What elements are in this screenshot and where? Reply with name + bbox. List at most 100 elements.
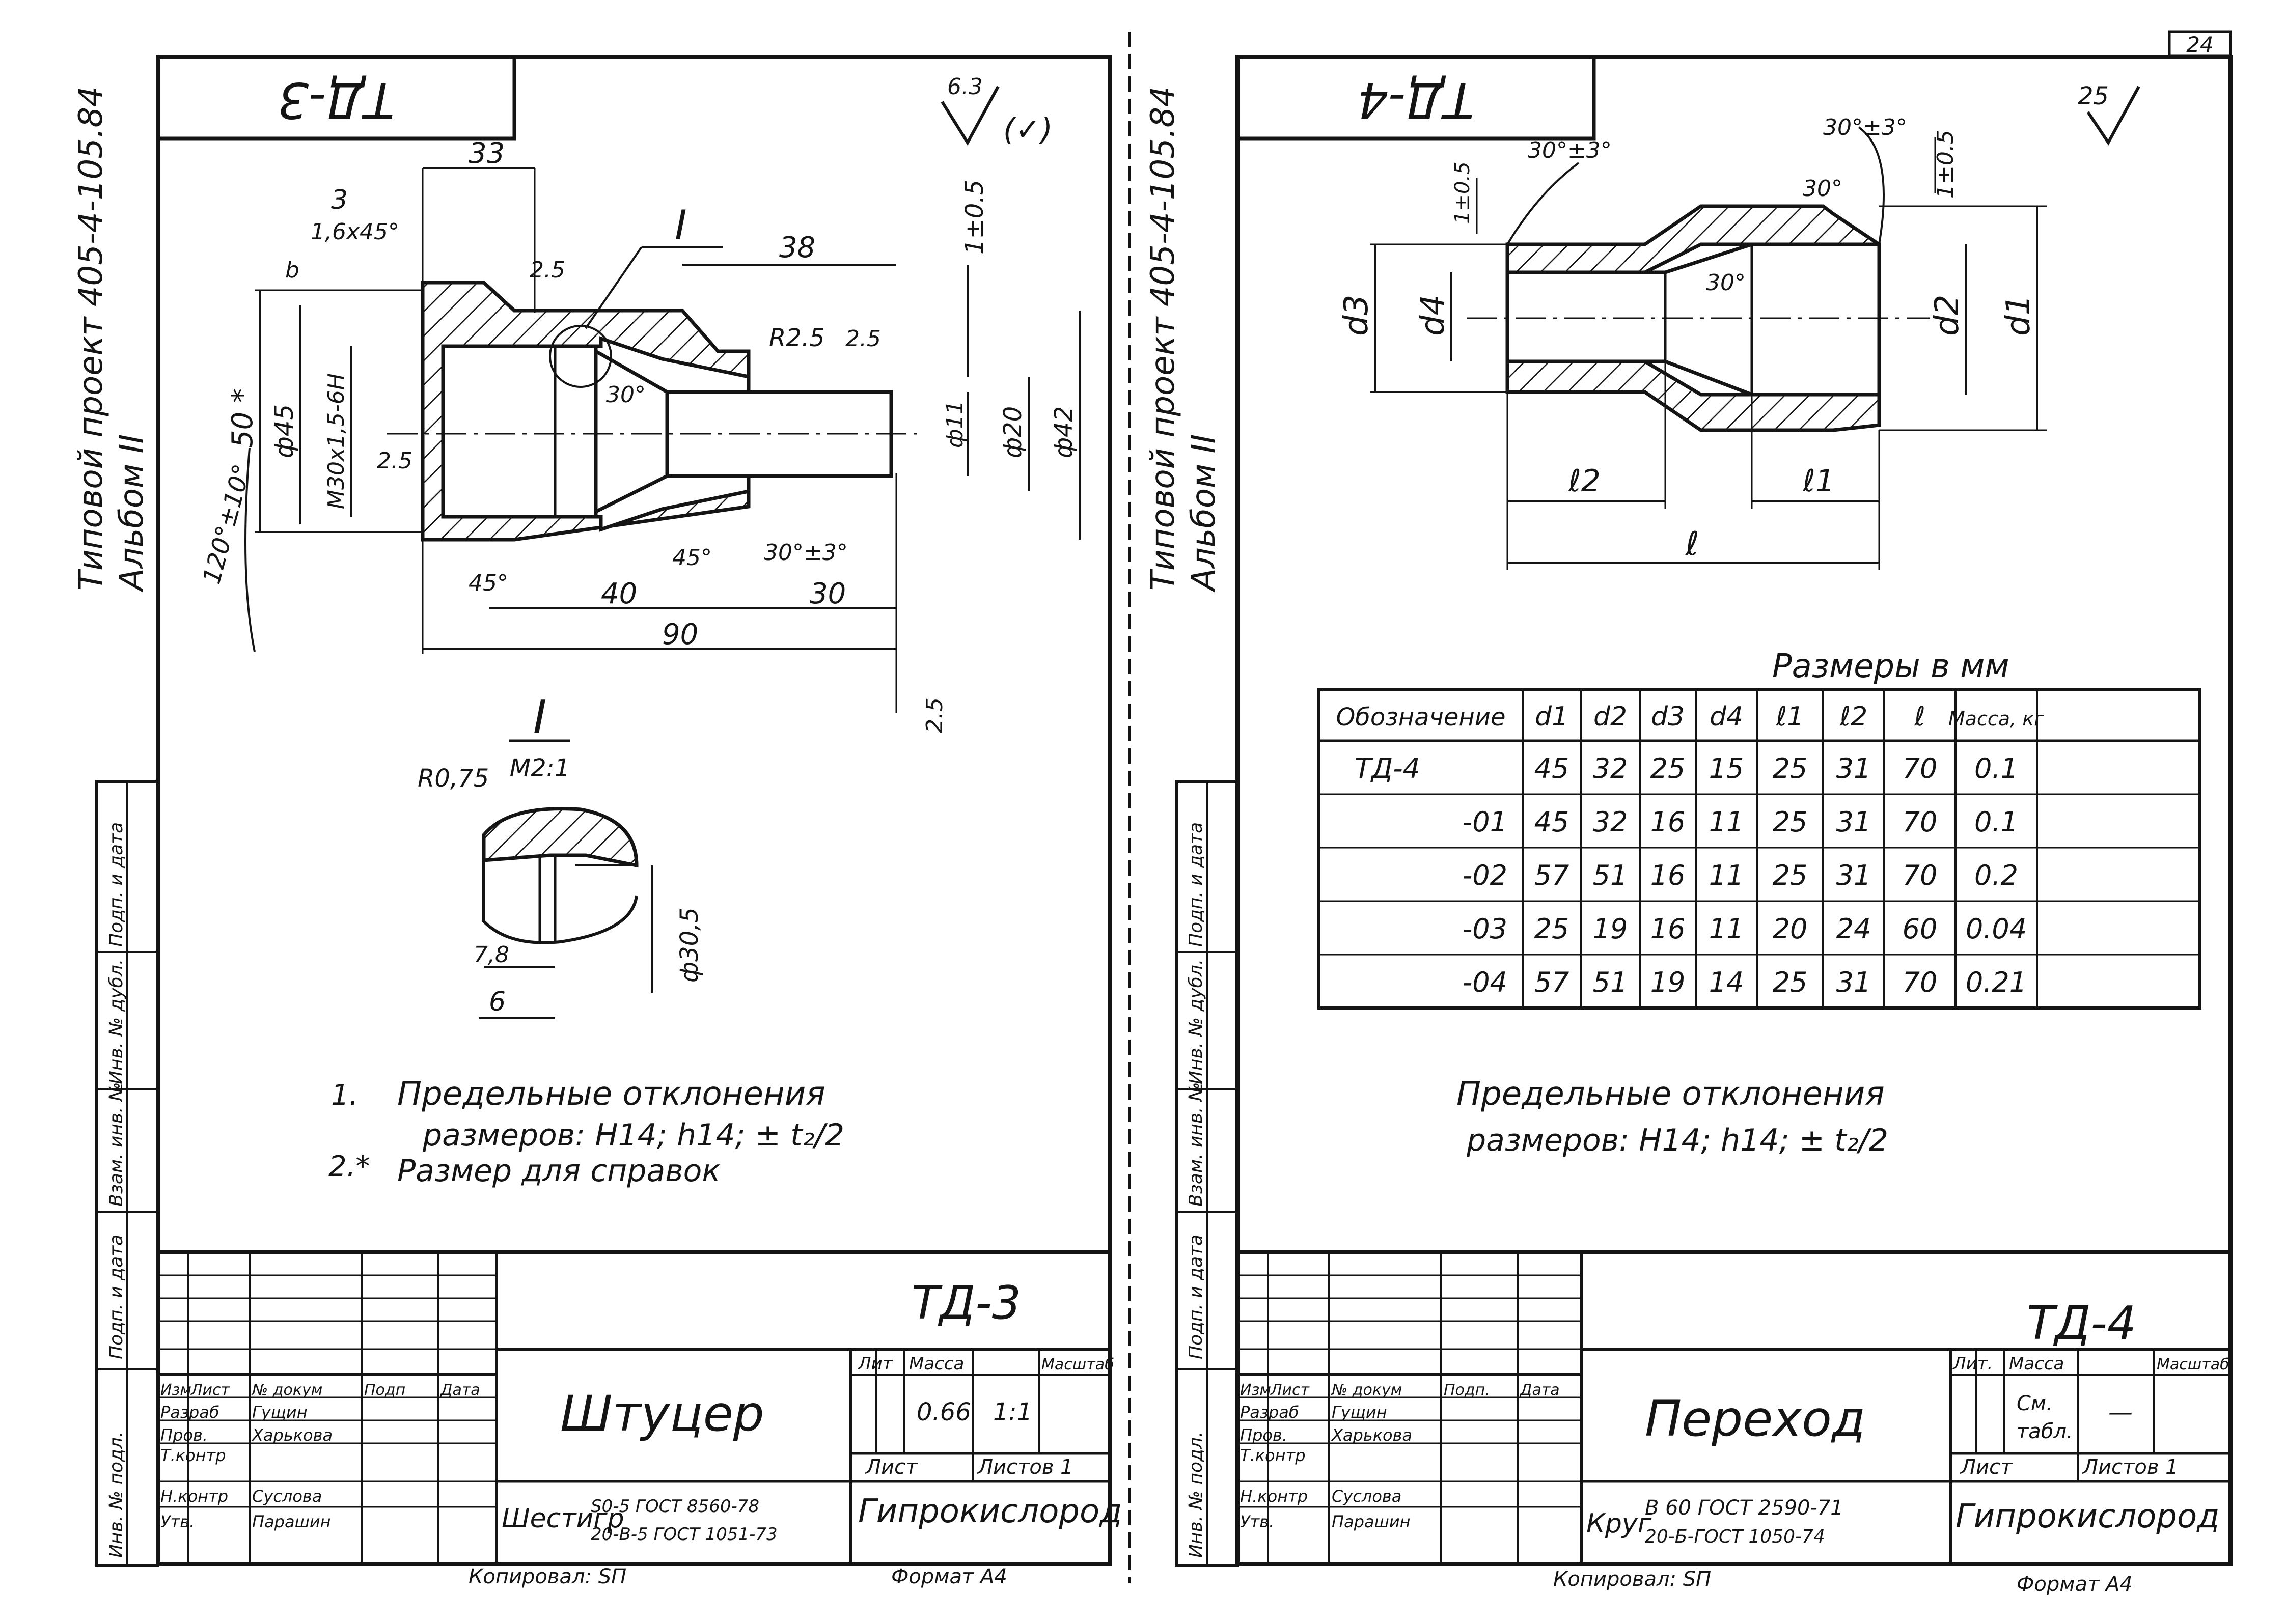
svg-text:Взам. инв. №: Взам. инв. № <box>1186 1082 1206 1207</box>
table-cell: 70 <box>1903 859 1938 891</box>
table-cell: 70 <box>1903 752 1938 785</box>
svg-text:Изм: Изм <box>1240 1381 1271 1399</box>
svg-text:S0-5 ГОСТ 8560-78: S0-5 ГОСТ 8560-78 <box>591 1496 759 1517</box>
svg-text:Листов 1: Листов 1 <box>977 1455 1073 1479</box>
table-cell: 16 <box>1650 859 1686 891</box>
svg-text:33: 33 <box>469 137 505 170</box>
table-cell: 45 <box>1534 806 1569 838</box>
svg-text:Инв. № дубл.: Инв. № дубл. <box>1186 959 1206 1084</box>
svg-text:Подп. и дата: Подп. и дата <box>106 1235 127 1359</box>
table-cell: 51 <box>1593 966 1628 998</box>
td4-dimension-texts: 30°±3° 30°±3° 30° 30° 1±0.5 1±0.5 d3 d4 … <box>1338 115 2037 563</box>
table-cell: 31 <box>1836 806 1871 838</box>
svg-text:Парашин: Парашин <box>1332 1512 1411 1531</box>
svg-text:Дата: Дата <box>439 1381 480 1399</box>
table-cell: 51 <box>1593 859 1628 891</box>
left-side-stamp: Инв. № подл. Подп. и дата Взам. инв. № И… <box>95 780 159 1567</box>
svg-text:Парашин: Парашин <box>252 1512 331 1531</box>
svg-text:Разраб: Разраб <box>160 1403 219 1422</box>
table-cell: 32 <box>1593 806 1628 838</box>
svg-text:d1: d1 <box>2000 295 2037 336</box>
table-header-cell: d3 <box>1651 702 1685 732</box>
svg-text:ф11: ф11 <box>942 400 968 448</box>
table-header-cell: ℓ1 <box>1776 702 1804 732</box>
svg-text:Харькова: Харькова <box>251 1425 333 1445</box>
svg-text:1±0.5: 1±0.5 <box>960 180 989 255</box>
svg-text:Гипрокислород: Гипрокислород <box>1956 1498 2219 1535</box>
page-number: 24 <box>2168 30 2232 58</box>
svg-text:30°±3°: 30°±3° <box>1528 137 1612 163</box>
svg-text:№ докум: № докум <box>1331 1381 1402 1399</box>
svg-text:6: 6 <box>489 987 506 1017</box>
svg-text:ℓ1: ℓ1 <box>1802 463 1835 499</box>
svg-text:Штуцер: Штуцер <box>560 1385 764 1442</box>
svg-text:30°: 30° <box>606 382 646 408</box>
svg-text:Круг: Круг <box>1586 1508 1652 1539</box>
svg-text:размеров: H14; h14; ± t₂/2: размеров: H14; h14; ± t₂/2 <box>1466 1123 1888 1158</box>
svg-text:Утв.: Утв. <box>160 1512 195 1531</box>
svg-text:Размер для справок: Размер для справок <box>397 1153 721 1189</box>
svg-text:ТД-4: ТД-4 <box>2027 1297 2136 1350</box>
svg-text:Лист: Лист <box>190 1381 231 1399</box>
svg-text:0.66: 0.66 <box>917 1398 971 1426</box>
svg-text:2.*: 2.* <box>328 1150 370 1183</box>
svg-text:30°±3°: 30°±3° <box>1823 115 1907 141</box>
svg-text:Инв. № подл.: Инв. № подл. <box>1186 1432 1206 1558</box>
left-format: Формат А4 <box>891 1565 1007 1588</box>
svg-text:Масштаб: Масштаб <box>1041 1356 1114 1374</box>
table-header-cell: Масса, кг <box>1948 708 2045 730</box>
table-cell: 14 <box>1709 966 1744 998</box>
right-side-stamp: Инв. № подл. Подп. и дата Взам. инв. № И… <box>1175 780 1239 1567</box>
svg-text:38: 38 <box>779 231 815 264</box>
svg-text:20-В-5 ГОСТ 1051-73: 20-В-5 ГОСТ 1051-73 <box>591 1524 778 1545</box>
svg-text:Переход: Переход <box>1645 1390 1865 1447</box>
table-cell: 11 <box>1709 806 1744 838</box>
svg-text:ТД-4: ТД-4 <box>1357 72 1474 129</box>
right-format: Формат А4 <box>2017 1573 2133 1596</box>
svg-text:120°±10°: 120°±10° <box>197 461 256 587</box>
table-cell: 11 <box>1709 859 1744 891</box>
svg-text:Лист: Лист <box>1960 1455 2013 1479</box>
table-cell: 0.04 <box>1966 913 2027 945</box>
svg-text:ф42: ф42 <box>1050 406 1078 458</box>
svg-text:ТД-3: ТД-3 <box>912 1276 1021 1330</box>
table-cell: 57 <box>1534 859 1569 891</box>
svg-text:Н.контр: Н.контр <box>1240 1487 1308 1506</box>
svg-text:d3: d3 <box>1338 295 1375 336</box>
svg-text:(✓): (✓) <box>1003 112 1053 148</box>
table-cell: 31 <box>1836 966 1871 998</box>
svg-text:Предельные отклонения: Предельные отклонения <box>1456 1075 1885 1113</box>
svg-text:Лит: Лит <box>857 1354 893 1374</box>
svg-text:Подп. и дата: Подп. и дата <box>1186 1235 1206 1359</box>
table-cell: 19 <box>1593 913 1628 945</box>
svg-text:Масса: Масса <box>2009 1354 2064 1374</box>
svg-text:M2:1: M2:1 <box>510 754 570 782</box>
svg-text:Подп.: Подп. <box>1444 1381 1490 1399</box>
svg-text:Подп. и дата: Подп. и дата <box>1186 822 1206 947</box>
svg-text:Гипрокислород: Гипрокислород <box>858 1493 1122 1530</box>
table-header-cell: d2 <box>1593 702 1627 732</box>
table-caption: Размеры в мм <box>1772 648 2009 685</box>
svg-text:7,8: 7,8 <box>474 942 509 968</box>
svg-text:45°: 45° <box>469 570 508 596</box>
table-cell: 19 <box>1650 966 1686 998</box>
table-cell: 70 <box>1903 966 1938 998</box>
svg-text:R0,75: R0,75 <box>418 764 489 793</box>
svg-text:I: I <box>675 202 687 249</box>
td4-part-section <box>1467 204 1930 432</box>
svg-text:R2.5: R2.5 <box>769 324 825 352</box>
svg-text:Разраб: Разраб <box>1240 1403 1299 1422</box>
right-roughness-mark: 25 <box>2078 82 2140 146</box>
table-cell: 31 <box>1836 859 1871 891</box>
svg-text:M30x1,5-6H: M30x1,5-6H <box>323 373 349 509</box>
svg-text:50 *: 50 * <box>226 388 259 448</box>
table-cell: 25 <box>1773 859 1808 891</box>
svg-text:Подп: Подп <box>364 1381 405 1399</box>
svg-text:ТД-3: ТД-3 <box>278 72 394 129</box>
table-cell: 25 <box>1773 806 1808 838</box>
svg-text:размеров: H14; h14; ± t₂/2: размеров: H14; h14; ± t₂/2 <box>422 1117 844 1153</box>
table-cell: 0.1 <box>1974 806 2018 838</box>
table-cell: 45 <box>1534 752 1569 785</box>
svg-text:6.3: 6.3 <box>947 74 983 100</box>
svg-text:45°: 45° <box>672 545 712 571</box>
